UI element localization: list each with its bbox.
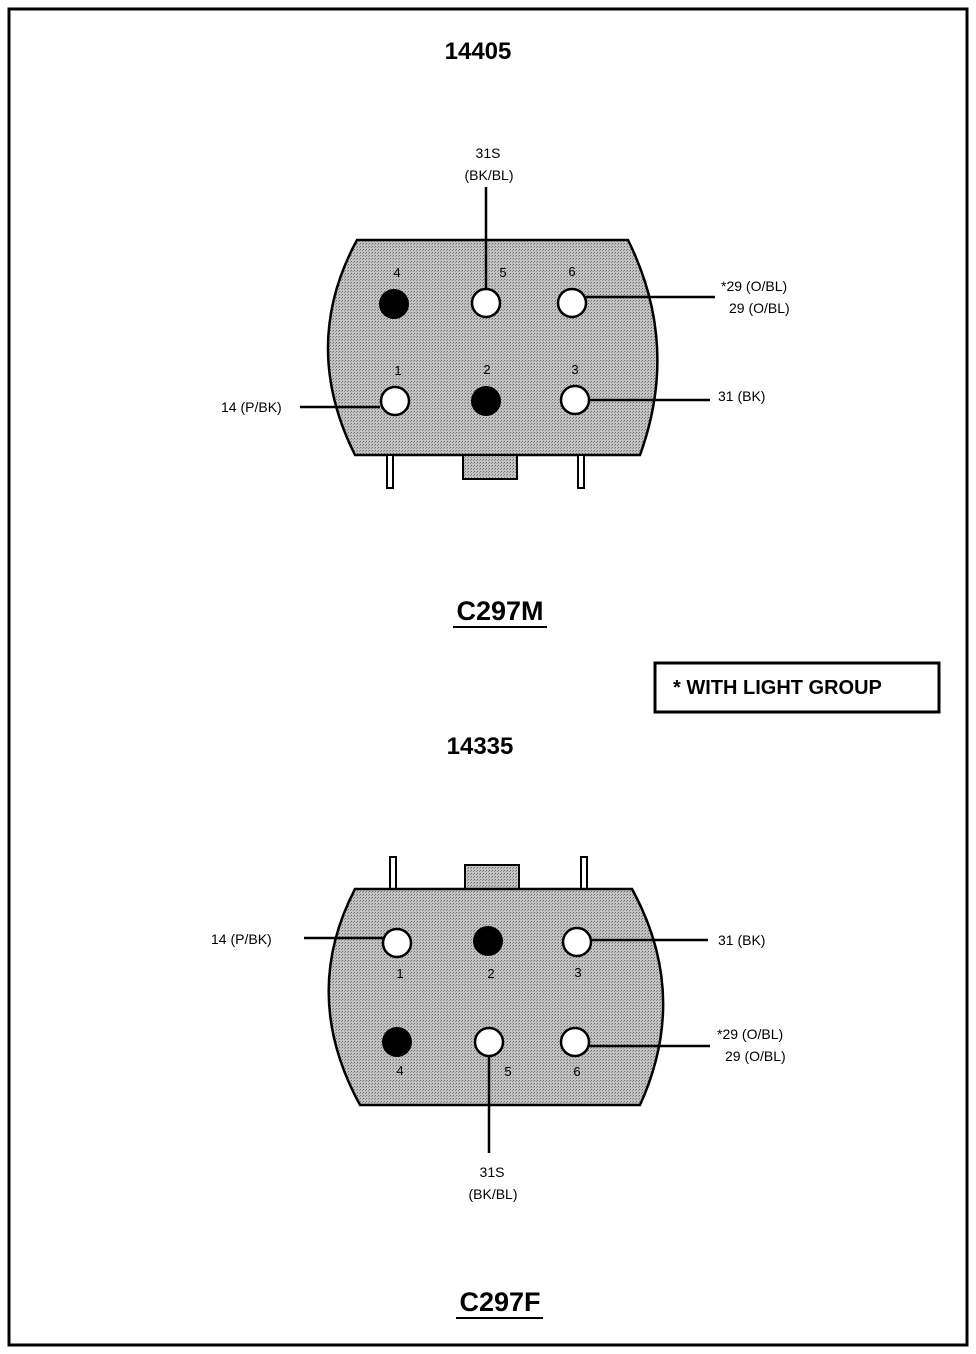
female-wire-label-pin3: 31 (BK)	[718, 932, 765, 948]
female-connector-body	[327, 887, 665, 1107]
male-connector-id: C297M	[456, 596, 543, 626]
male-pin-1	[379, 385, 411, 417]
female-pin-6	[559, 1026, 591, 1058]
female-connector-id: C297F	[459, 1287, 540, 1317]
female-wire-label-pin1: 14 (P/BK)	[211, 931, 272, 947]
male-part-number: 14405	[445, 38, 512, 65]
female-pin-number-5: 5	[504, 1064, 511, 1079]
female-part-number: 14335	[447, 733, 514, 760]
male-pin-3	[559, 384, 591, 416]
male-post-left	[386, 454, 394, 489]
male-latch	[462, 454, 518, 480]
male-wire-label-pin6-line2: 29 (O/BL)	[729, 300, 790, 316]
note-box	[653, 661, 941, 714]
male-post-right	[577, 454, 585, 489]
male-wire-label-pin3: 31 (BK)	[718, 388, 765, 404]
male-pin-6	[556, 287, 588, 319]
male-pin-number-3: 3	[571, 362, 578, 377]
note-text: * WITH LIGHT GROUP	[673, 677, 882, 699]
male-pin-5	[470, 287, 502, 319]
female-pin-4	[382, 1027, 412, 1057]
male-pin-4	[379, 289, 409, 319]
female-pin-number-6: 6	[573, 1064, 580, 1079]
female-wire-label-pin6-line1: *29 (O/BL)	[717, 1026, 783, 1042]
male-wire-label-pin1: 14 (P/BK)	[221, 399, 282, 415]
female-pin-number-1: 1	[396, 966, 403, 981]
female-pin-3	[561, 926, 593, 958]
female-wire-label-pin6-line2: 29 (O/BL)	[725, 1048, 786, 1064]
female-pin-number-4: 4	[396, 1063, 403, 1078]
female-wire-label-pin5-line2: (BK/BL)	[468, 1186, 517, 1202]
female-post-right	[580, 856, 588, 890]
female-pin-5	[473, 1026, 505, 1058]
female-pin-number-3: 3	[574, 965, 581, 980]
outer-frame	[7, 7, 969, 1347]
female-pin-1	[381, 927, 413, 959]
male-pin-number-5: 5	[499, 265, 506, 280]
female-post-left	[389, 856, 397, 890]
female-latch	[464, 864, 520, 890]
male-wire-label-pin6-line1: *29 (O/BL)	[721, 278, 787, 294]
male-wire-label-pin5-line1: 31S	[476, 145, 501, 161]
male-pin-number-2: 2	[483, 362, 490, 377]
female-wire-label-pin5-line1: 31S	[480, 1164, 505, 1180]
female-pin-2	[473, 926, 503, 956]
male-pin-number-4: 4	[393, 265, 400, 280]
male-pin-number-6: 6	[568, 264, 575, 279]
male-pin-number-1: 1	[394, 363, 401, 378]
male-wire-label-pin5-line2: (BK/BL)	[464, 167, 513, 183]
male-connector-body	[326, 238, 659, 457]
female-pin-number-2: 2	[487, 966, 494, 981]
male-pin-2	[471, 386, 501, 416]
